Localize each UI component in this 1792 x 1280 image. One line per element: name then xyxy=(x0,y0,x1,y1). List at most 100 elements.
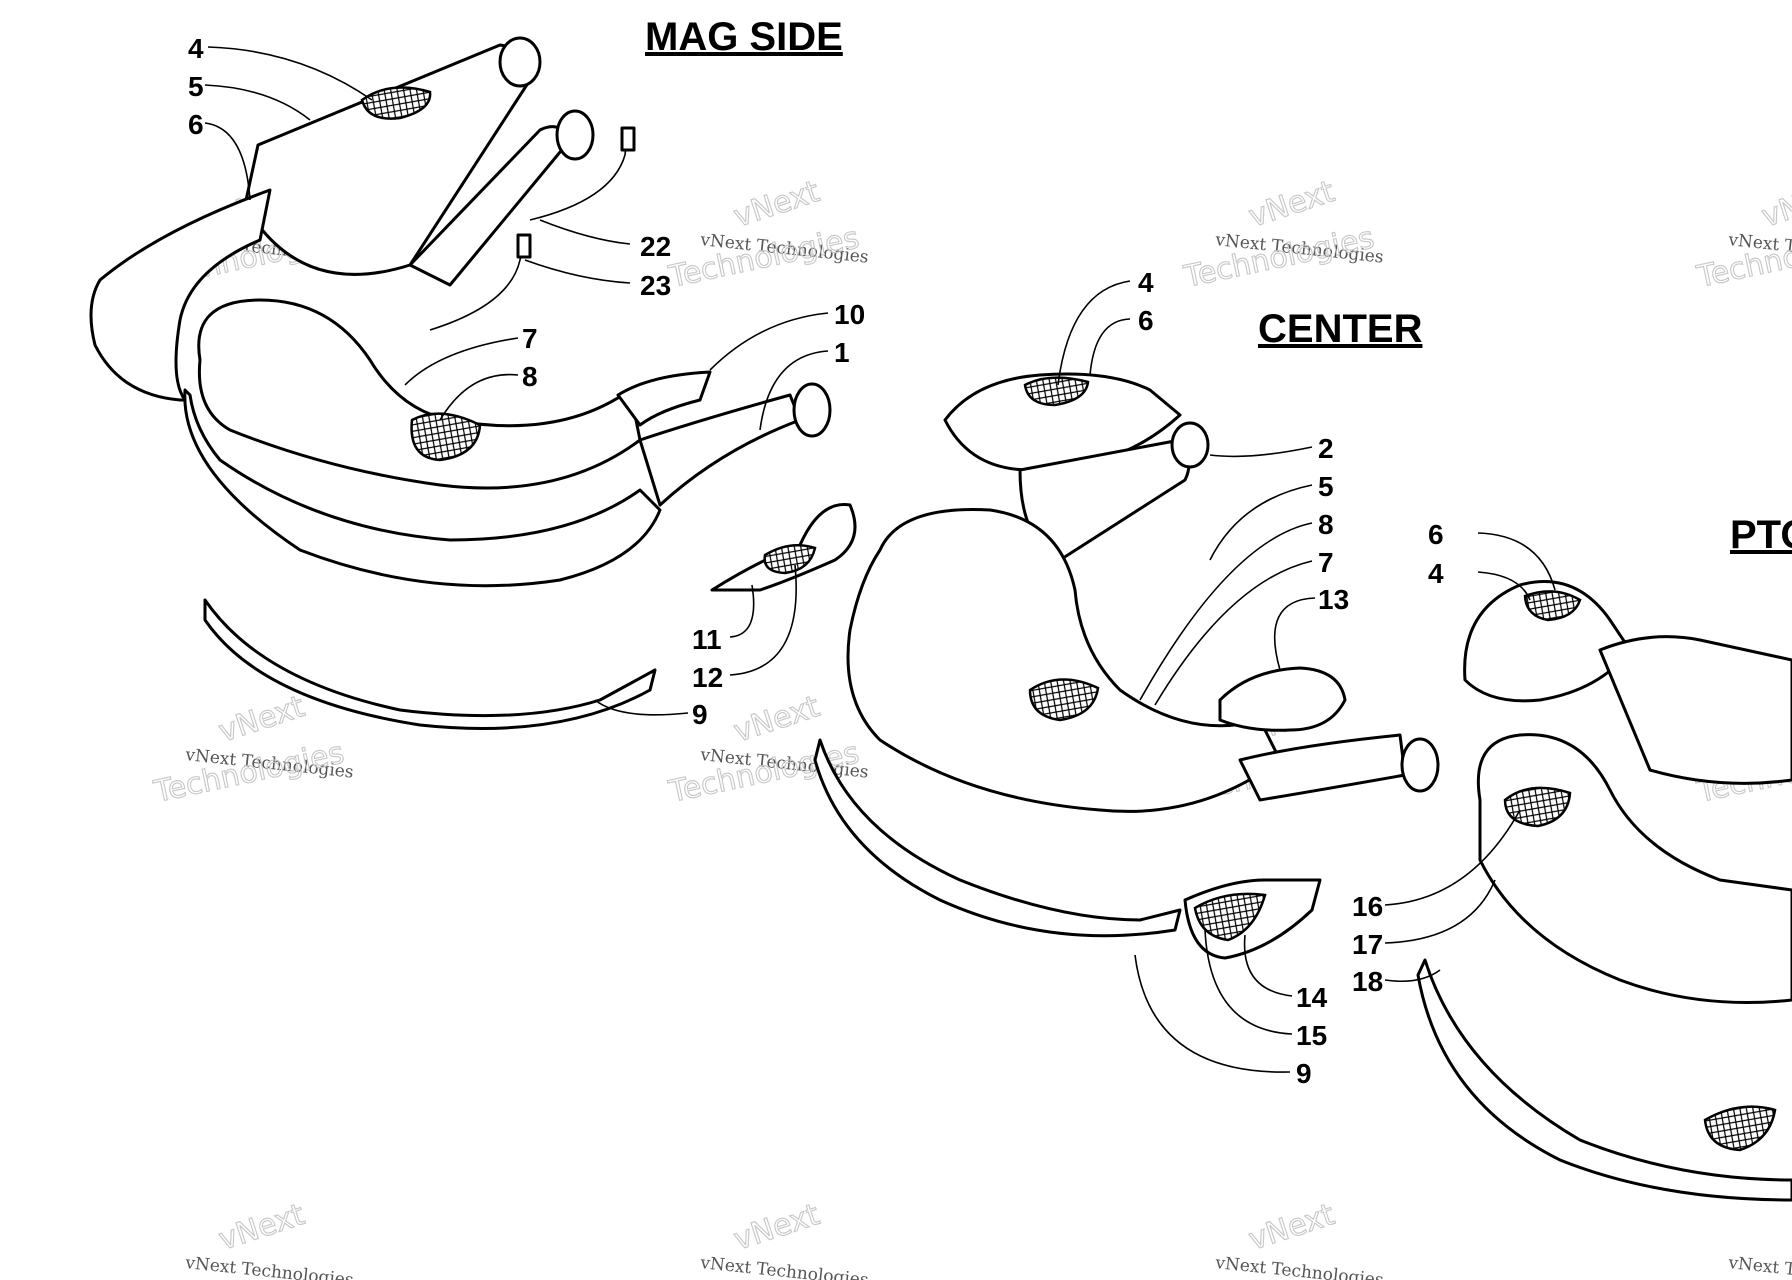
watermark-text: vNext Technologies xyxy=(698,1253,869,1280)
leader-line xyxy=(1384,809,1521,906)
mag-header-flange xyxy=(792,382,832,438)
mag-retaining-band xyxy=(203,598,657,730)
leader-line xyxy=(1139,522,1313,701)
leader-line xyxy=(729,564,797,676)
mag-silencer-outlet xyxy=(498,36,542,88)
callout-number: 8 xyxy=(522,361,538,392)
leader-line xyxy=(1384,879,1496,944)
watermark-outline-word: vNext xyxy=(730,689,824,749)
leader-line xyxy=(204,122,251,201)
callout-number: 4 xyxy=(188,33,204,64)
center-silencer-outlet xyxy=(1170,421,1210,469)
callout-number: 12 xyxy=(692,662,723,693)
mag-chamber-outer-shell xyxy=(89,188,272,402)
callout-number: 16 xyxy=(1352,891,1383,922)
pto-assembly xyxy=(1416,580,1792,1202)
leader-line xyxy=(207,46,373,101)
callout-number: 8 xyxy=(1318,509,1334,540)
watermark-outline-word: Technologies xyxy=(1180,221,1377,296)
watermark-tile: vNext Technologies xyxy=(1726,1253,1792,1280)
callout-number: 4 xyxy=(1138,267,1154,298)
callouts-center: 4 6 2 5 8 7 13 14 15 9 xyxy=(1138,267,1349,1089)
callout-number: 5 xyxy=(188,71,204,102)
watermark-outline-word: vNext xyxy=(215,1197,309,1257)
callout-number: 2 xyxy=(1318,433,1334,464)
mag-chamber-mesh-patch xyxy=(410,412,482,462)
center-retaining-band xyxy=(813,738,1182,938)
mag-spring xyxy=(429,234,526,331)
callout-number: 11 xyxy=(692,624,722,655)
watermark-outline-word: vNext xyxy=(730,174,824,234)
watermark-outline-word: vNext xyxy=(1245,174,1339,234)
leader-line xyxy=(1154,560,1313,706)
callout-number: 7 xyxy=(1318,547,1334,578)
leader-line xyxy=(1384,969,1441,983)
watermark-outline-word: vNext xyxy=(730,1197,824,1257)
callout-number: 6 xyxy=(1428,519,1444,550)
callout-number: 17 xyxy=(1352,929,1383,960)
center-exhaust-elbow xyxy=(1218,666,1347,732)
callout-number: 13 xyxy=(1318,584,1349,615)
leader-line xyxy=(524,259,631,284)
leader-line xyxy=(1089,318,1131,376)
mag-heat-shield xyxy=(616,370,712,427)
pto-silencer-upper xyxy=(1463,580,1632,703)
leader-line xyxy=(1204,929,1293,1035)
callouts-pto: 6 4 16 17 18 xyxy=(1352,519,1444,997)
mag-side-assembly xyxy=(89,36,857,730)
watermark-text: vNext Technologies xyxy=(1726,1253,1792,1280)
watermark-tile: vNext vNext Technologies Technologies xyxy=(665,174,870,296)
leader-lines xyxy=(204,46,1556,1073)
leader-line xyxy=(709,312,829,371)
section-title-mag-side: MAG SIDE xyxy=(645,15,843,59)
watermark-tile: vNext vNext Technologies xyxy=(698,1197,869,1280)
leader-line xyxy=(1477,571,1531,601)
leader-line xyxy=(1477,532,1556,591)
watermark-tile: vNext vNext Technologies Technologies xyxy=(1180,174,1385,296)
callout-number: 1 xyxy=(834,337,850,368)
leader-line xyxy=(1057,280,1131,386)
watermark-tile: vNext vNext Technologies Technologies xyxy=(1693,174,1792,296)
mag-silencer-mesh-patch xyxy=(360,86,432,120)
leader-line xyxy=(1134,954,1291,1073)
leader-line xyxy=(594,699,689,716)
callout-number: 6 xyxy=(1138,305,1154,336)
watermark-tile: vNext vNext Technologies Technologies xyxy=(150,689,355,811)
callout-number: 6 xyxy=(188,109,204,140)
watermark-text: vNext Technologies xyxy=(183,1253,354,1280)
mag-expansion-chamber-lower xyxy=(183,388,662,588)
leader-line xyxy=(404,337,519,386)
watermark-text: vNext Technologies xyxy=(1213,1253,1384,1280)
callout-number: 9 xyxy=(1296,1058,1312,1089)
callout-number: 9 xyxy=(692,699,708,730)
leader-line xyxy=(539,219,631,245)
center-chamber-mesh-patch xyxy=(1028,678,1100,722)
watermark-outline-word: vNext xyxy=(1758,174,1792,234)
leader-line xyxy=(204,84,311,121)
leader-line xyxy=(439,373,519,421)
mag-tailpipe-flange xyxy=(555,109,595,161)
watermark-tile: vNext vNext Technologies xyxy=(1213,1197,1384,1280)
leader-line xyxy=(1273,597,1316,671)
watermark-outline-word: vNext xyxy=(215,689,309,749)
center-silencer-upper xyxy=(943,372,1182,472)
mag-spring-clip xyxy=(620,126,636,152)
center-header-flange xyxy=(1400,737,1440,793)
pto-silencer-body xyxy=(1598,635,1792,785)
mag-expansion-chamber-upper xyxy=(197,298,642,490)
callout-number: 22 xyxy=(640,231,671,262)
watermark-outline-word: Technologies xyxy=(150,736,347,811)
callout-number: 18 xyxy=(1352,966,1383,997)
callouts-mag: 4 5 6 22 23 7 8 10 1 11 12 9 xyxy=(188,33,865,730)
callout-number: 5 xyxy=(1318,471,1334,502)
pto-silencer-mesh-patch xyxy=(1523,590,1582,622)
mag-spring-clip xyxy=(516,233,532,259)
callout-number: 4 xyxy=(1428,558,1444,589)
center-gasket-mesh xyxy=(1193,892,1267,942)
callout-number: 10 xyxy=(834,299,865,330)
leader-line xyxy=(1243,934,1293,997)
leader-line xyxy=(729,584,755,638)
leader-line xyxy=(1209,446,1313,458)
watermark-outline-word: vNext xyxy=(1245,1197,1339,1257)
